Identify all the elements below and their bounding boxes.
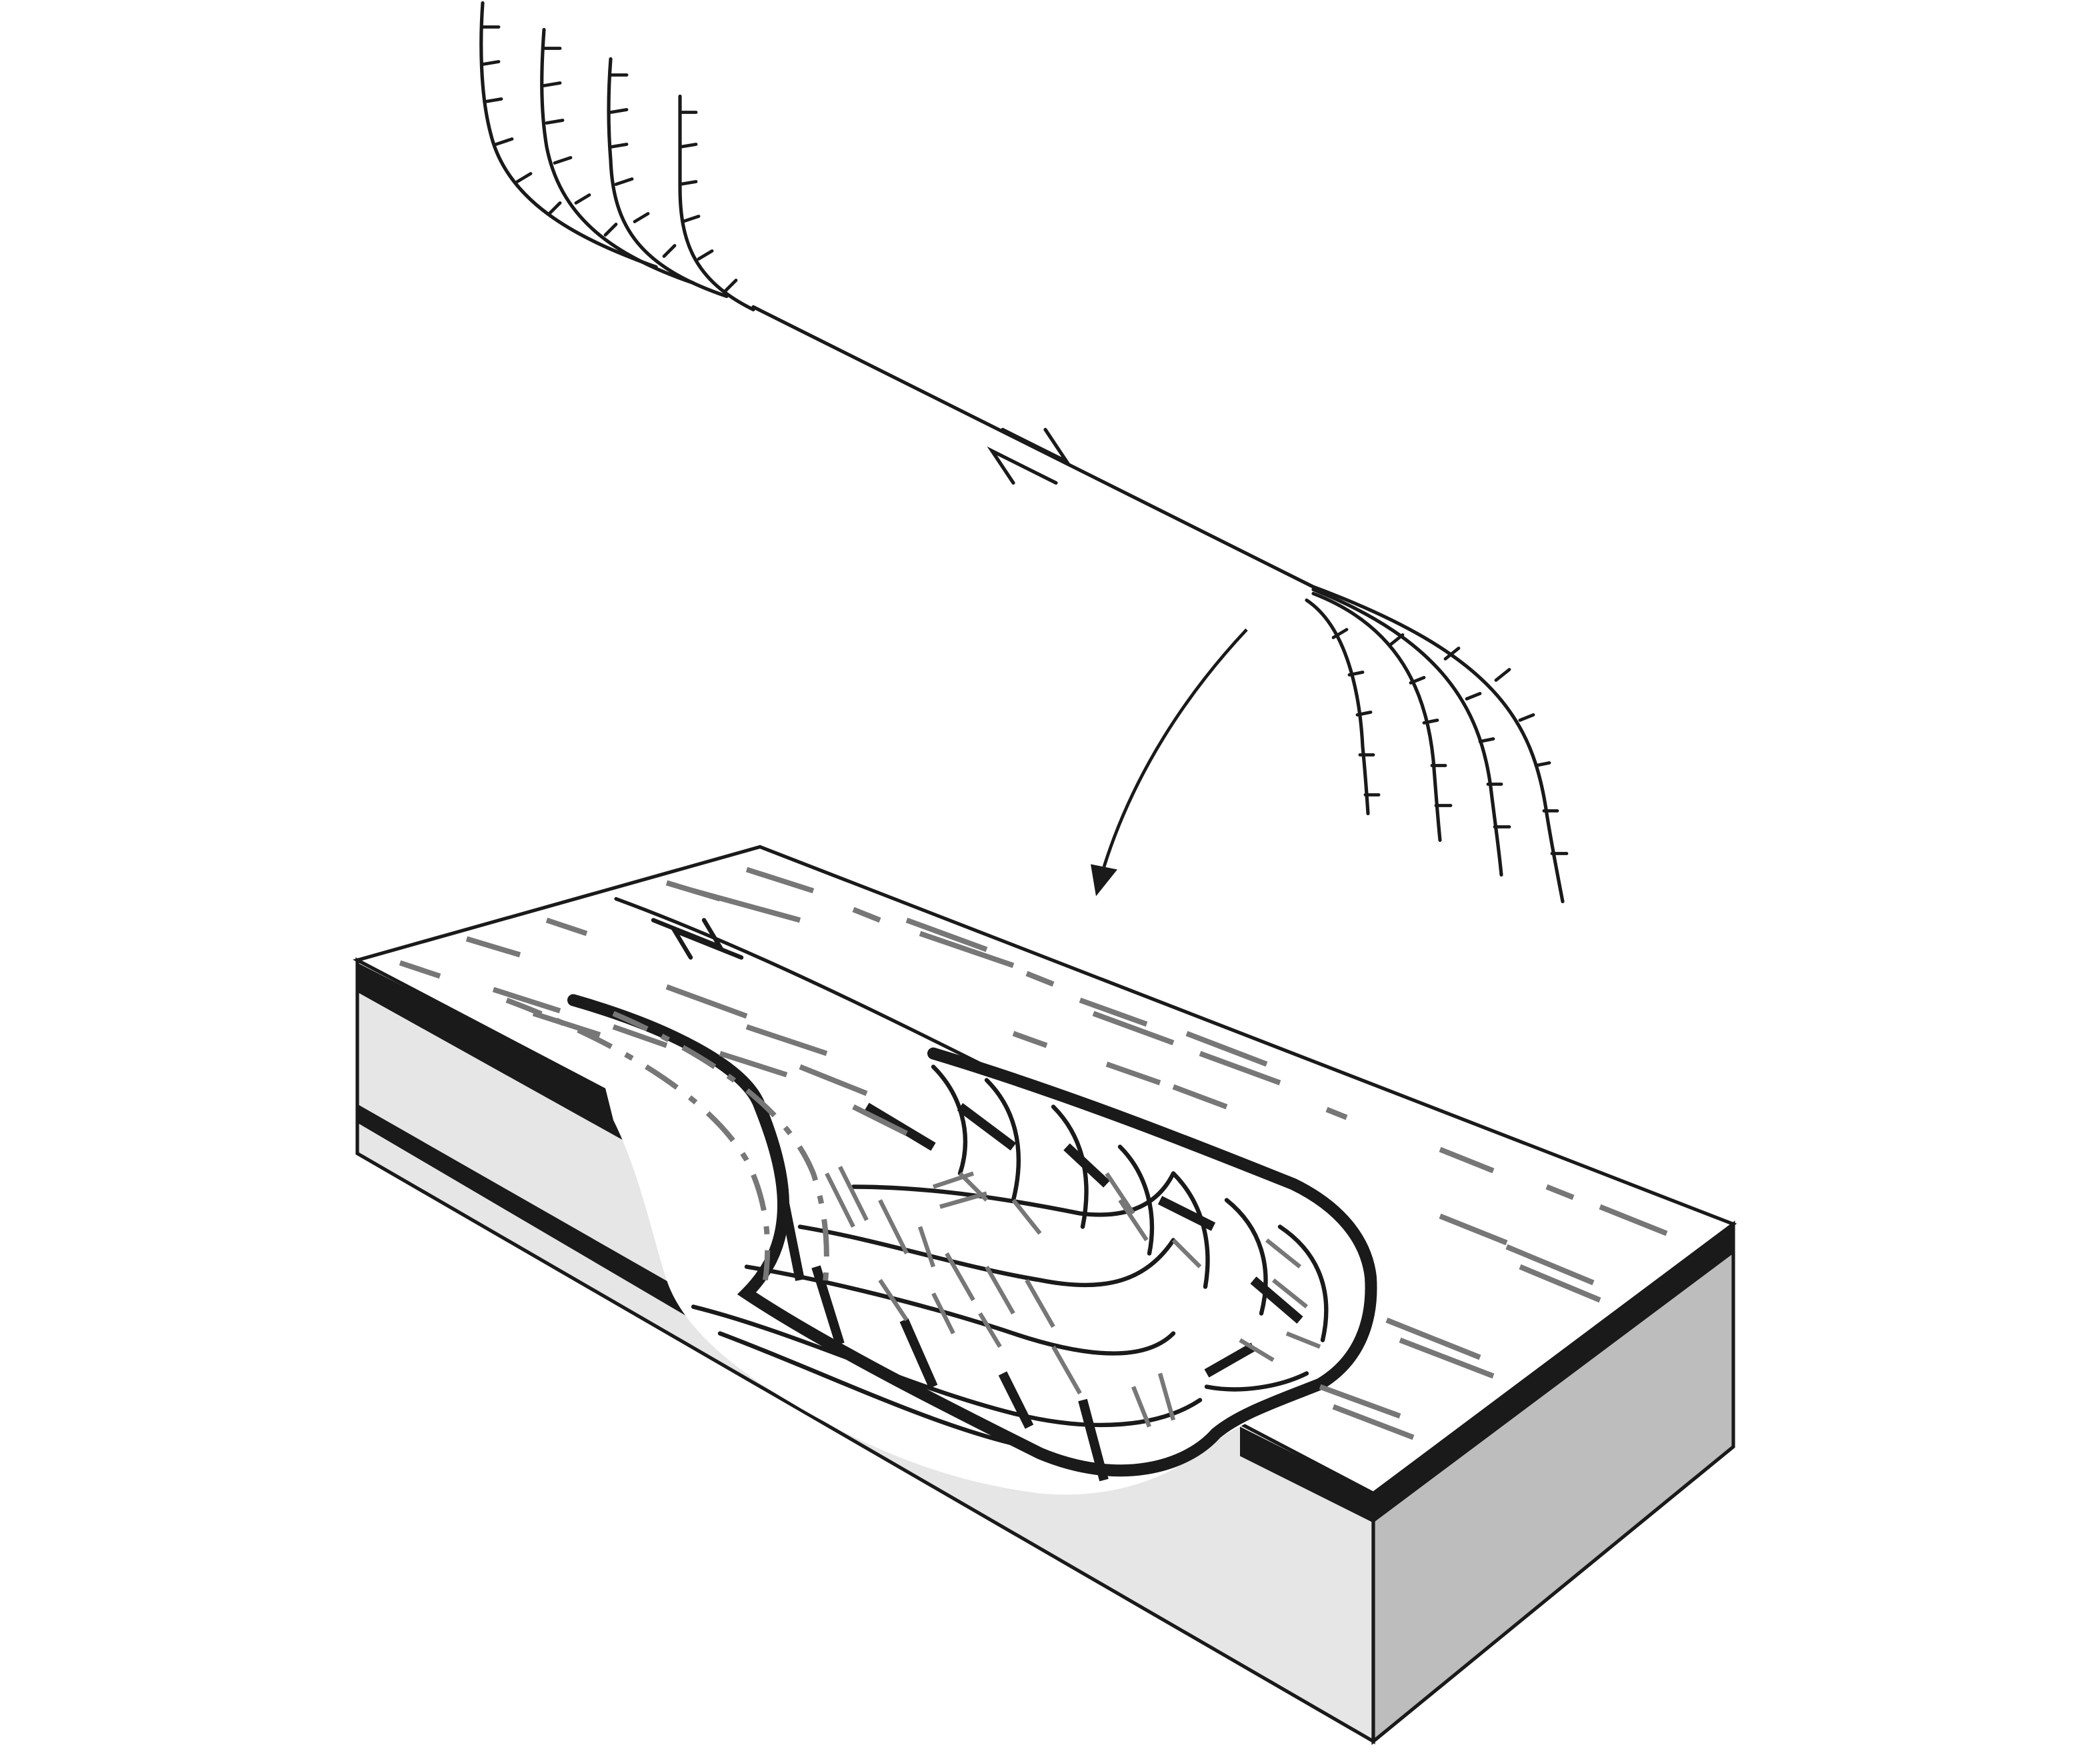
fold-dark-bars <box>777 1102 1303 1482</box>
upper-splay-3 <box>607 57 729 299</box>
block-side-face <box>1371 1220 1735 1745</box>
deformed-zone-fill <box>587 1013 1373 1495</box>
lower-splay-4 <box>1311 585 1565 904</box>
upper-splay-2 <box>540 27 695 285</box>
front-lower-layer <box>357 1104 693 1320</box>
fold-grey-dashes <box>825 1166 1321 1428</box>
transfer-arrow <box>1091 628 1248 896</box>
front-top-layer-right <box>1240 1426 1373 1523</box>
main-fault-trace <box>751 305 1315 589</box>
left-bulge-fabric <box>505 997 829 1294</box>
fault-hachures <box>481 25 1569 855</box>
deformed-zone-outer <box>567 994 1377 1477</box>
fault-trace-map <box>479 1 1565 904</box>
upper-splay-1 <box>479 1 658 269</box>
upper-splay-4 <box>678 94 755 312</box>
side-top-layer <box>1373 1224 1733 1523</box>
shear-sense-arrows <box>987 427 1072 485</box>
block-diagram <box>353 845 1737 1745</box>
block-surface-fault <box>614 896 1015 1082</box>
lower-splay-1 <box>1305 598 1370 816</box>
top-surface-fabric <box>399 867 1668 1440</box>
lower-splay-3 <box>1311 587 1503 877</box>
lower-splay-2 <box>1311 591 1442 843</box>
